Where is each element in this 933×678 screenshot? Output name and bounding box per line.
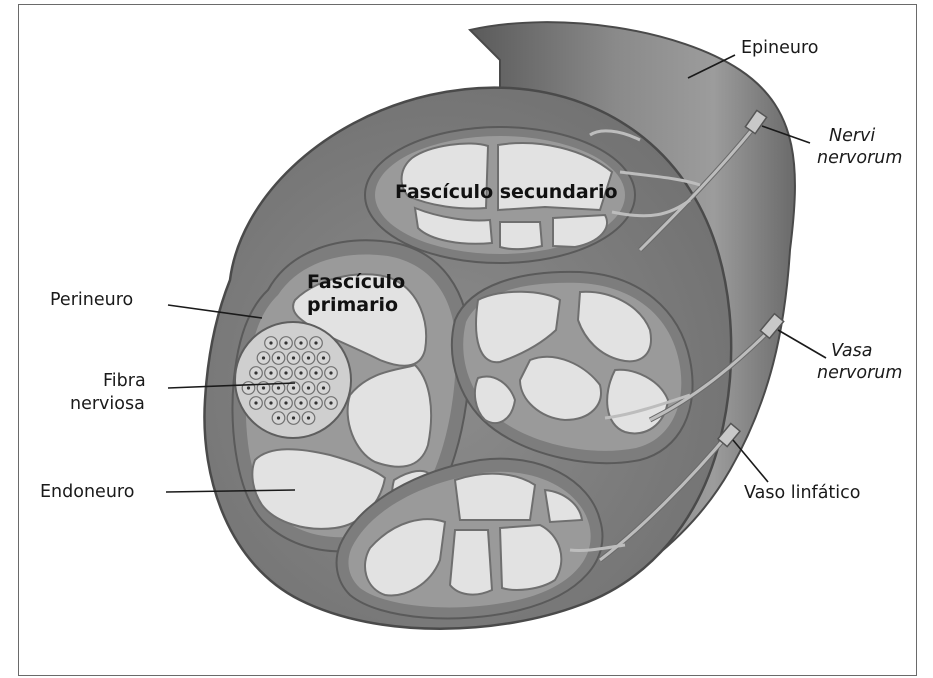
nerve-fibre-axon-core: [247, 386, 250, 389]
leader-vaso-linfatico: [733, 440, 768, 482]
label-perineuro: Perineuro: [50, 290, 133, 310]
label-nervi-line2: nervorum: [817, 148, 902, 168]
label-vaso-linfatico: Vaso linfático: [744, 483, 860, 503]
nerve-fibre-axon-core: [262, 356, 265, 359]
nerve-fibre-axon-core: [307, 386, 310, 389]
nerve-fibre-axon-core: [269, 341, 272, 344]
nerve-fibre-axon-core: [254, 401, 257, 404]
nerve-fibre-axon-core: [277, 386, 280, 389]
label-fasciculo-primario-line2: primario: [307, 294, 398, 316]
nerve-fibre-axon-core: [299, 341, 302, 344]
nerve-fibre-axon-core: [307, 416, 310, 419]
label-fasciculo-primario-line1: Fascículo: [307, 271, 405, 293]
nerve-fibre-axon-core: [299, 401, 302, 404]
nerve-fibre-axon-core: [292, 356, 295, 359]
leader-vasa-nervorum: [778, 330, 826, 358]
nerve-fibre-axon-core: [254, 371, 257, 374]
label-fibra-line2: nerviosa: [70, 394, 145, 414]
nerve-fibre-axon-core: [277, 416, 280, 419]
nerve-fibre-axon-core: [292, 416, 295, 419]
label-vasa-line2: nervorum: [817, 363, 902, 383]
nerve-fibre-axon-core: [322, 356, 325, 359]
nerve-fibre-axon-core: [299, 371, 302, 374]
nerve-fibre-axon-core: [329, 401, 332, 404]
label-fibra-line1: Fibra: [103, 371, 146, 391]
label-fasciculo-secundario: Fascículo secundario: [395, 181, 618, 203]
label-nervi-line1: Nervi: [829, 126, 875, 146]
nerve-fibre-axon-core: [262, 386, 265, 389]
nerve-fibre-axon-core: [284, 401, 287, 404]
nerve-fibre-axon-core: [314, 341, 317, 344]
nerve-fibre-axon-core: [292, 386, 295, 389]
label-endoneuro: Endoneuro: [40, 482, 134, 502]
nerve-fibre-axon-core: [269, 401, 272, 404]
nerve-fibre-axon-core: [322, 386, 325, 389]
nerve-fibre-axon-core: [314, 401, 317, 404]
nerve-fibre-axon-core: [277, 356, 280, 359]
nerve-fibre-bundle: [235, 322, 351, 438]
nerve-fibre-axon-core: [307, 356, 310, 359]
nerve-fibre-axon-core: [314, 371, 317, 374]
nerve-fibre-axon-core: [284, 341, 287, 344]
label-epineuro: Epineuro: [741, 38, 819, 58]
nerve-fibre-axon-core: [329, 371, 332, 374]
label-vasa-line1: Vasa: [831, 341, 872, 361]
nerve-fibre-axon-core: [269, 371, 272, 374]
nerve-fibre-axon-core: [284, 371, 287, 374]
